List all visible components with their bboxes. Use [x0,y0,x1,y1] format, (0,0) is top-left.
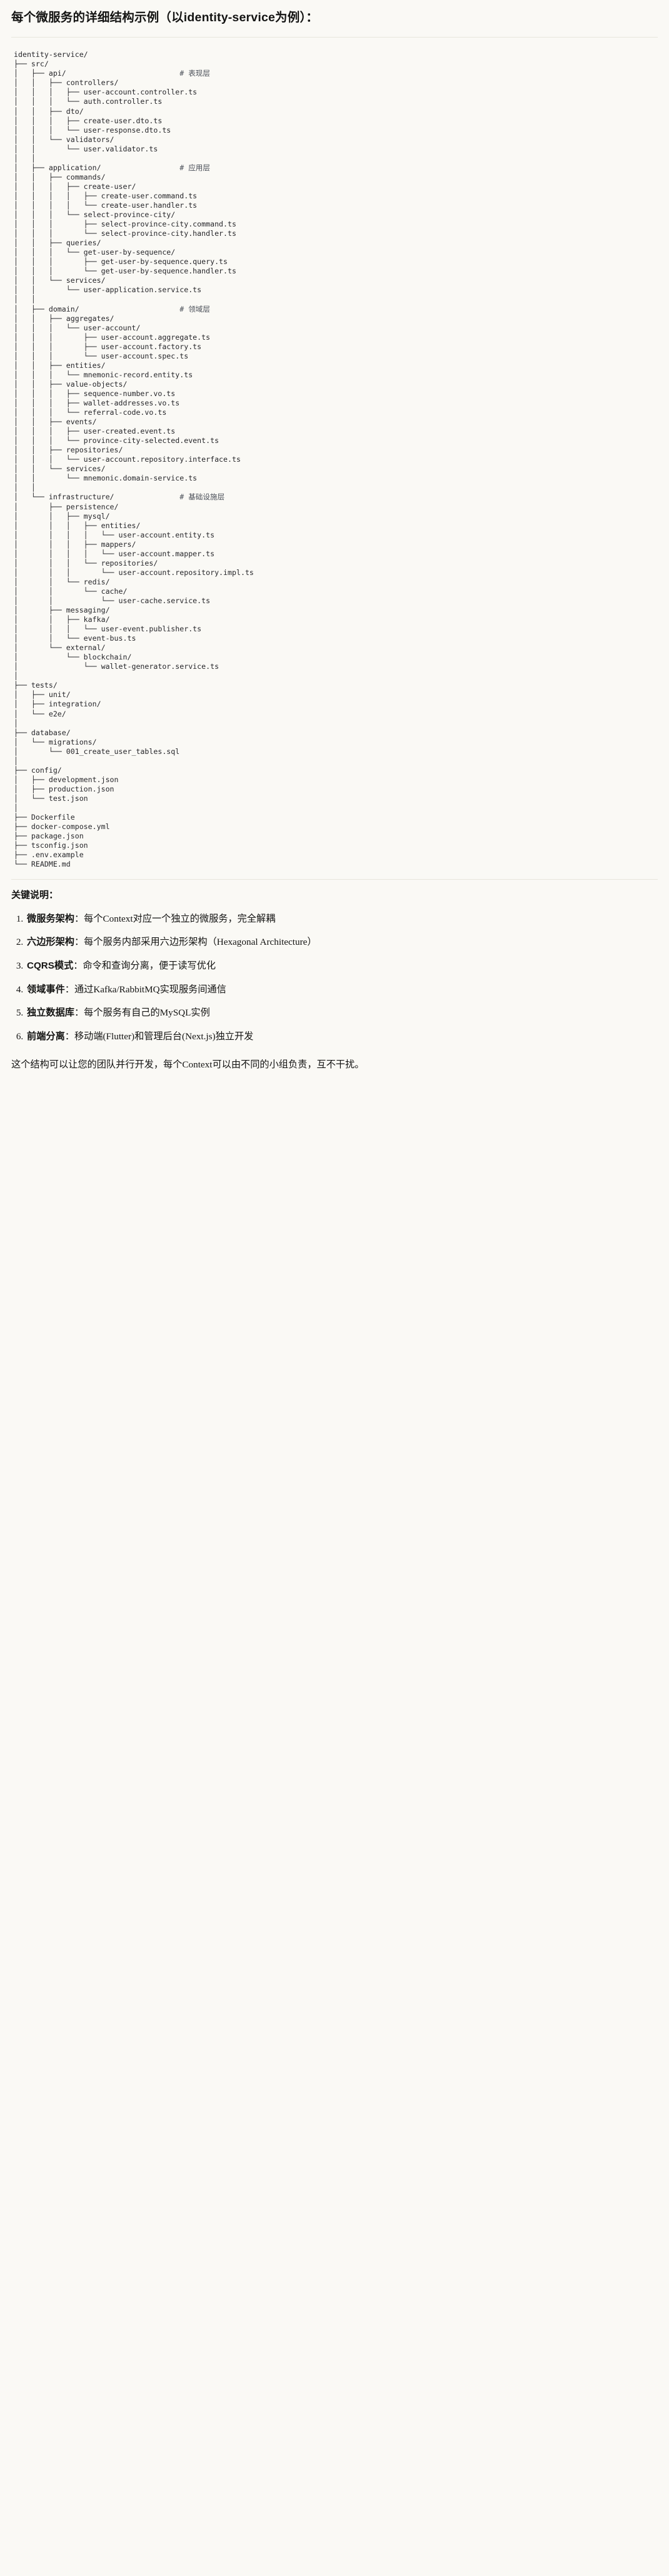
key-note-term: CQRS模式 [27,960,74,972]
tree-layer-comment: # 应用层 [179,163,210,172]
tree-layer-comment: # 表现层 [179,69,210,78]
key-note-item: 独立数据库：每个服务有自己的MySQL实例 [26,1005,658,1021]
key-notes-section: 关键说明： 微服务架构：每个Context对应一个独立的微服务，完全解耦六边形架… [11,880,658,1084]
key-note-term: 前端分离 [27,1031,65,1042]
directory-tree-block: identity-service/ ├── src/ │ ├── api/ # … [11,38,658,879]
key-note-description: ：通过Kafka/RabbitMQ实现服务间通信 [64,984,226,995]
key-note-term: 微服务架构 [27,913,74,924]
page-title: 每个微服务的详细结构示例（以identity-service为例）： [11,11,319,24]
key-note-description: ：每个服务内部采用六边形架构（Hexagonal Architecture） [74,937,317,948]
divider-bottom [11,879,658,880]
tree-layer-comment: # 基础设施层 [179,492,225,502]
key-note-term: 领域事件 [27,984,65,995]
key-note-item: 前端分离：移动端(Flutter)和管理后台(Next.js)独立开发 [26,1029,658,1045]
key-note-description: ：每个服务有自己的MySQL实例 [74,1007,210,1019]
key-note-term: 六边形架构 [27,937,74,948]
key-note-item: CQRS模式：命令和查询分离，便于读写优化 [26,959,658,974]
tree-layer-comment: # 领域层 [179,304,210,313]
directory-tree-content: identity-service/ ├── src/ │ ├── api/ # … [14,50,254,869]
document-page: 每个微服务的详细结构示例（以identity-service为例）： ident… [0,0,669,1084]
key-note-description: ：命令和查询分离，便于读写优化 [73,960,216,972]
key-note-description: ：每个Context对应一个独立的微服务，完全解耦 [74,913,276,924]
key-note-item: 领域事件：通过Kafka/RabbitMQ实现服务间通信 [26,982,658,998]
key-notes-title: 关键说明： [11,890,59,901]
key-notes-list: 微服务架构：每个Context对应一个独立的微服务，完全解耦六边形架构：每个服务… [11,912,658,1045]
key-note-item: 六边形架构：每个服务内部采用六边形架构（Hexagonal Architectu… [26,935,658,950]
key-note-term: 独立数据库 [27,1007,74,1019]
closing-paragraph: 这个结构可以让您的团队并行开发，每个Context可以由不同的小组负责，互不干扰… [11,1059,365,1070]
key-note-item: 微服务架构：每个Context对应一个独立的微服务，完全解耦 [26,912,658,927]
directory-tree: identity-service/ ├── src/ │ ├── api/ # … [14,50,658,869]
divider-top [11,37,658,38]
key-note-description: ：移动端(Flutter)和管理后台(Next.js)独立开发 [64,1031,254,1042]
